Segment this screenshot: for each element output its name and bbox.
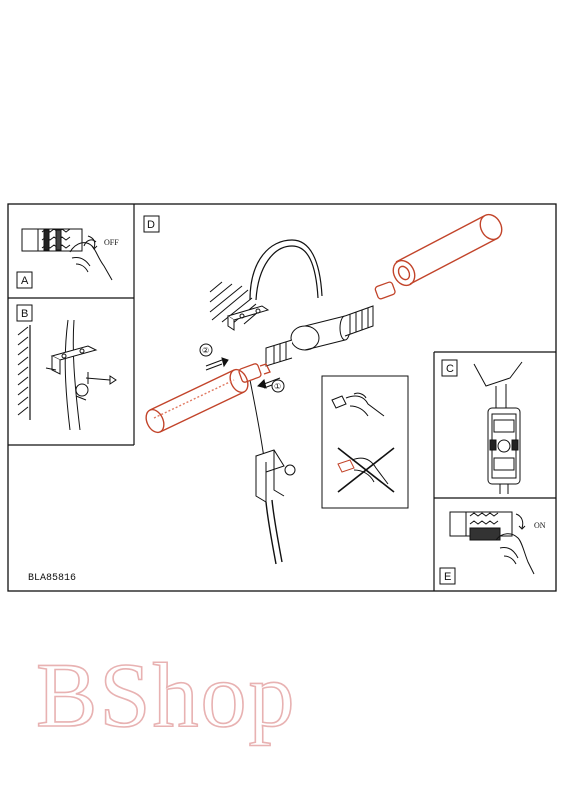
panel-e: E ON <box>440 512 546 584</box>
right-bulb <box>374 281 395 299</box>
panel-c-label: C <box>446 363 454 375</box>
panel-b-label: B <box>21 308 28 320</box>
panel-d: D <box>143 211 506 564</box>
panel-c: C <box>442 360 522 494</box>
switch-off-illustration <box>22 229 112 280</box>
panel-a-label: A <box>21 275 29 287</box>
step-2-label: ② <box>202 346 209 355</box>
wall-mount-illustration <box>18 320 116 430</box>
step-2-arrow <box>206 358 228 370</box>
step-1-label: ① <box>274 382 281 391</box>
panel-e-label: E <box>444 571 451 583</box>
model-code: BLA85816 <box>28 573 76 584</box>
left-lamp-tube <box>143 367 252 436</box>
watermark-text: BShop <box>36 644 297 746</box>
panel-d-label: D <box>147 219 155 231</box>
terminal-block-illustration <box>474 362 522 494</box>
switch-off-label: OFF <box>104 238 119 247</box>
panel-b: B <box>17 305 116 430</box>
switch-on-illustration <box>450 512 534 574</box>
panel-a: A OFF <box>17 229 119 288</box>
right-lamp-tube <box>389 211 506 289</box>
switch-on-label: ON <box>534 521 546 530</box>
